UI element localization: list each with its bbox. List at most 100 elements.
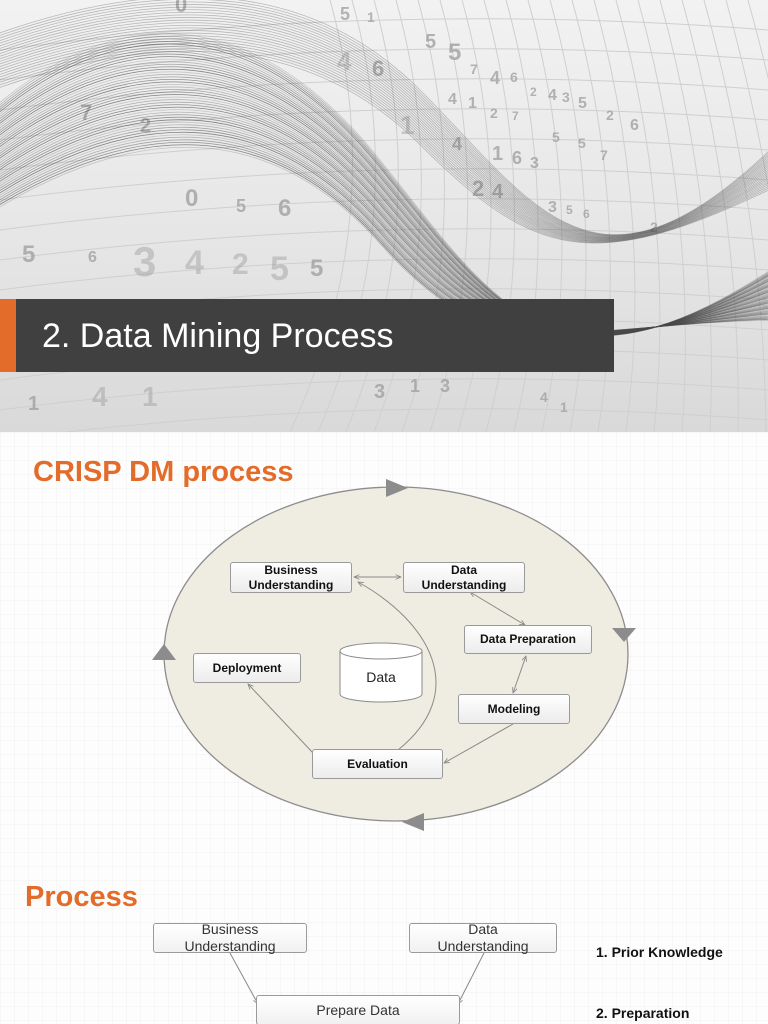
bg-digit: 1 <box>142 381 158 412</box>
bg-digit: 3 <box>374 381 385 403</box>
bg-digit: 4 <box>452 134 462 154</box>
bg-digit: 0 <box>185 185 198 212</box>
bg-wave-line <box>0 14 768 238</box>
bg-grid-line <box>549 0 587 432</box>
bg-grid-line <box>0 378 768 411</box>
node-deployment-label: Deployment <box>212 660 282 675</box>
data-store-label: Data <box>366 669 396 685</box>
bg-digit: 5 <box>425 31 436 53</box>
bg-wave-line <box>0 45 768 243</box>
bg-digit: 5 <box>448 39 461 66</box>
label-prior-knowledge: 1. Prior Knowledge <box>596 944 723 960</box>
bg-wave-line <box>0 86 768 335</box>
bg-digit: 4 <box>448 91 457 108</box>
bg-digit: 1 <box>492 143 503 165</box>
bg-digit: 4 <box>185 244 204 282</box>
bg-wave-line <box>0 106 768 334</box>
bg-digit: 3 <box>548 199 557 216</box>
node-evaluation-label: Evaluation <box>347 756 408 771</box>
bg-grid-line <box>659 0 712 432</box>
bg-grid-line <box>289 0 353 432</box>
node-modeling: Modeling <box>458 694 570 724</box>
bg-digit: 5 <box>236 196 246 216</box>
bg-grid-line <box>681 0 739 432</box>
bg-grid-line <box>505 0 539 432</box>
process-node-prepare-data: Prepare Data <box>256 995 460 1024</box>
bg-wave-line <box>0 131 768 334</box>
bg-digit: 3 <box>440 376 450 396</box>
bg-wave-line <box>0 50 768 244</box>
bg-digit: 4 <box>548 87 557 104</box>
bg-digit: 7 <box>470 61 478 77</box>
bg-wave-line <box>0 17 768 239</box>
connector-evaluation-deployment <box>248 684 315 755</box>
bg-wave-line <box>0 22 768 239</box>
bg-digit: 3 <box>562 89 570 105</box>
process-data-line1: Data <box>468 921 498 937</box>
bg-wave-line <box>0 24 768 240</box>
bg-wave-line <box>0 119 768 334</box>
bg-grid-line <box>593 0 636 432</box>
bg-wave-line <box>0 35 768 241</box>
crisp-cycle-diagram <box>152 479 636 831</box>
bg-wave-line <box>0 11 768 238</box>
node-data-preparation-label: Data Preparation <box>479 632 577 646</box>
bg-digit: 6 <box>583 207 590 221</box>
node-deployment: Deployment <box>193 653 301 683</box>
bg-digit: 1 <box>560 399 568 415</box>
bg-grid-line <box>483 0 515 432</box>
bg-wave-line <box>0 9 768 237</box>
bg-digit: 5 <box>566 203 573 217</box>
bg-digit: 2 <box>530 85 537 99</box>
bg-wave-line <box>0 1 768 236</box>
bg-digit: 1 <box>400 110 414 140</box>
bg-digit: 2 <box>490 105 498 121</box>
label-preparation: 2. Preparation <box>596 1005 690 1021</box>
process-business-line1: Business <box>201 921 259 937</box>
bg-digit: 5 <box>552 129 560 145</box>
bg-wave-line <box>0 19 768 239</box>
bg-wave-line <box>0 4 768 237</box>
node-data-understanding-line1: Data <box>450 562 477 577</box>
connector-data-prepare <box>458 952 485 1004</box>
process-prepare-label: Prepare Data <box>316 1001 400 1018</box>
bg-grid-line <box>0 78 768 111</box>
bg-grid-line <box>61 408 768 432</box>
bg-wave-line <box>0 27 768 240</box>
node-modeling-label: Modeling <box>487 701 541 716</box>
bg-digit: 3 <box>530 155 539 172</box>
bg-wave-line <box>0 37 768 242</box>
bg-wave-line <box>0 40 768 242</box>
bg-digit: 0 <box>175 0 187 17</box>
bg-wave-line <box>0 32 768 241</box>
bg-digit: 1 <box>367 9 375 25</box>
bg-grid-line <box>747 0 768 80</box>
bg-grid-line <box>637 0 686 432</box>
cycle-arrow-top-icon <box>386 479 408 497</box>
bg-digit: 6 <box>88 249 97 266</box>
title-accent-bar <box>0 299 16 372</box>
bg-grid-line <box>401 0 445 432</box>
bg-digit: 6 <box>630 117 639 134</box>
node-business-line1: Business <box>264 562 318 577</box>
bg-digit: 7 <box>80 100 92 125</box>
bg-digit: 2 <box>472 176 484 201</box>
process-data-line2: Understanding <box>437 938 529 954</box>
bg-digit: 4 <box>540 389 548 405</box>
connector-data-preparation <box>470 592 525 625</box>
node-data-preparation: Data Preparation <box>464 625 592 654</box>
connector-preparation-modeling <box>513 656 526 693</box>
bg-digit: 1 <box>410 376 420 396</box>
bg-grid-line <box>725 0 768 189</box>
bg-grid-line <box>0 18 768 51</box>
bg-grid-line <box>703 0 767 432</box>
bg-wave-line <box>0 0 768 236</box>
cycle-arrow-bottom-icon <box>402 813 424 831</box>
bg-digit: 5 <box>310 255 323 282</box>
bg-grid-line <box>0 168 768 201</box>
bg-grid-line <box>0 228 768 261</box>
